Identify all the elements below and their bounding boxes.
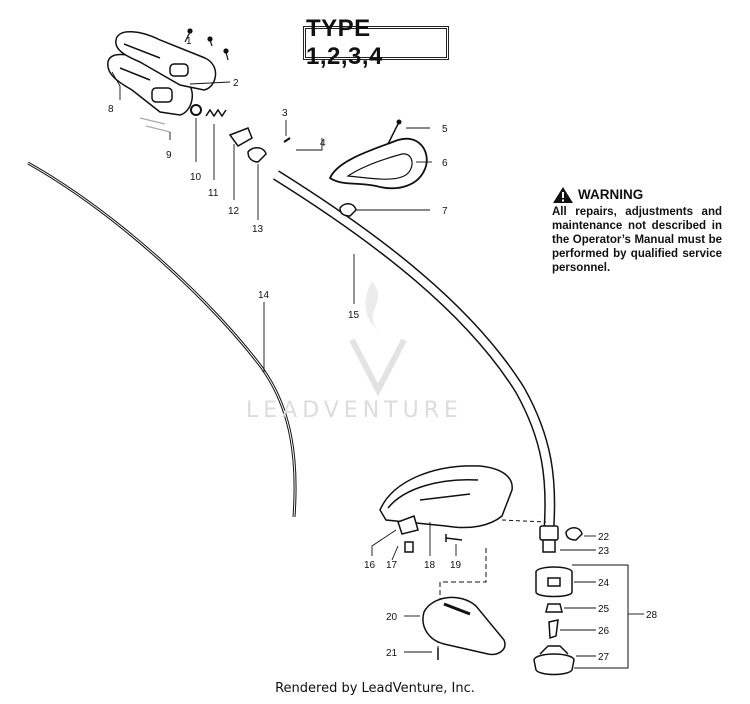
callout-10: 10 bbox=[190, 172, 202, 183]
callout-28: 28 bbox=[646, 610, 658, 621]
callout-9: 9 bbox=[166, 150, 172, 161]
watermark-text: LEADVENTURE bbox=[246, 398, 463, 423]
part-16-bracket bbox=[397, 515, 419, 535]
part-18-guard bbox=[379, 465, 513, 529]
callout-3: 3 bbox=[282, 108, 288, 119]
callout-24: 24 bbox=[598, 578, 610, 589]
callout-21: 21 bbox=[386, 648, 398, 659]
callout-7: 7 bbox=[442, 206, 448, 217]
callout-labels: 1 2 3 4 5 6 7 8 9 10 11 12 13 14 15 16 1… bbox=[108, 36, 658, 663]
callout-2: 2 bbox=[233, 78, 239, 89]
part-19-screw bbox=[445, 534, 463, 542]
callout-1: 1 bbox=[186, 36, 192, 47]
part-3-pin bbox=[283, 137, 291, 143]
part-14-drive-shaft bbox=[27, 161, 297, 518]
callout-17: 17 bbox=[386, 560, 398, 571]
callout-26: 26 bbox=[598, 626, 610, 637]
part-9-hardware bbox=[139, 117, 171, 133]
leader-lines bbox=[111, 71, 644, 657]
part-17-screw bbox=[404, 541, 414, 553]
callout-12: 12 bbox=[228, 206, 240, 217]
part-15-shaft-tube bbox=[273, 170, 556, 529]
part-13-clip bbox=[247, 147, 267, 163]
warning-heading: WARNING bbox=[552, 186, 722, 204]
callout-27: 27 bbox=[598, 652, 610, 663]
part-22-clip bbox=[565, 527, 583, 541]
warning-title: WARNING bbox=[578, 187, 644, 202]
part-24-adapter bbox=[535, 566, 573, 598]
callout-22: 22 bbox=[598, 532, 610, 543]
part-23-gearhead bbox=[539, 525, 559, 553]
callout-11: 11 bbox=[208, 188, 219, 199]
callout-23: 23 bbox=[598, 546, 610, 557]
watermark-logo bbox=[349, 282, 407, 397]
callout-6: 6 bbox=[442, 158, 448, 169]
callout-13: 13 bbox=[252, 224, 264, 235]
callout-25: 25 bbox=[598, 604, 610, 615]
part-26-key bbox=[548, 619, 559, 640]
part-10-washer bbox=[190, 104, 202, 116]
callout-8: 8 bbox=[108, 104, 114, 115]
part-20-cover bbox=[422, 596, 506, 656]
part-11-spring bbox=[205, 108, 227, 118]
part-1-screws bbox=[184, 28, 229, 61]
callout-4: 4 bbox=[320, 138, 326, 149]
warning-body: All repairs, adjustments and maintenance… bbox=[552, 206, 722, 274]
callout-5: 5 bbox=[442, 124, 448, 135]
part-7-clamp bbox=[339, 203, 357, 217]
part-12-trigger bbox=[228, 127, 253, 147]
part-6-loop-handle bbox=[328, 137, 428, 190]
callout-14: 14 bbox=[258, 290, 270, 301]
warning-notice: WARNING All repairs, adjustments and mai… bbox=[552, 186, 722, 275]
callout-18: 18 bbox=[424, 560, 436, 571]
part-27-trimmer-head bbox=[533, 645, 575, 676]
warning-triangle-icon bbox=[553, 187, 573, 203]
callout-20: 20 bbox=[386, 612, 398, 623]
callout-15: 15 bbox=[348, 310, 360, 321]
callout-16: 16 bbox=[364, 560, 376, 571]
footer-credit: Rendered by LeadVenture, Inc. bbox=[275, 681, 475, 696]
part-28-bracket-line bbox=[572, 564, 629, 669]
part-25-nut bbox=[545, 603, 563, 613]
part-8-handle-housing bbox=[107, 31, 217, 116]
callout-19: 19 bbox=[450, 560, 462, 571]
type-label: TYPE 1,2,3,4 bbox=[303, 15, 449, 70]
